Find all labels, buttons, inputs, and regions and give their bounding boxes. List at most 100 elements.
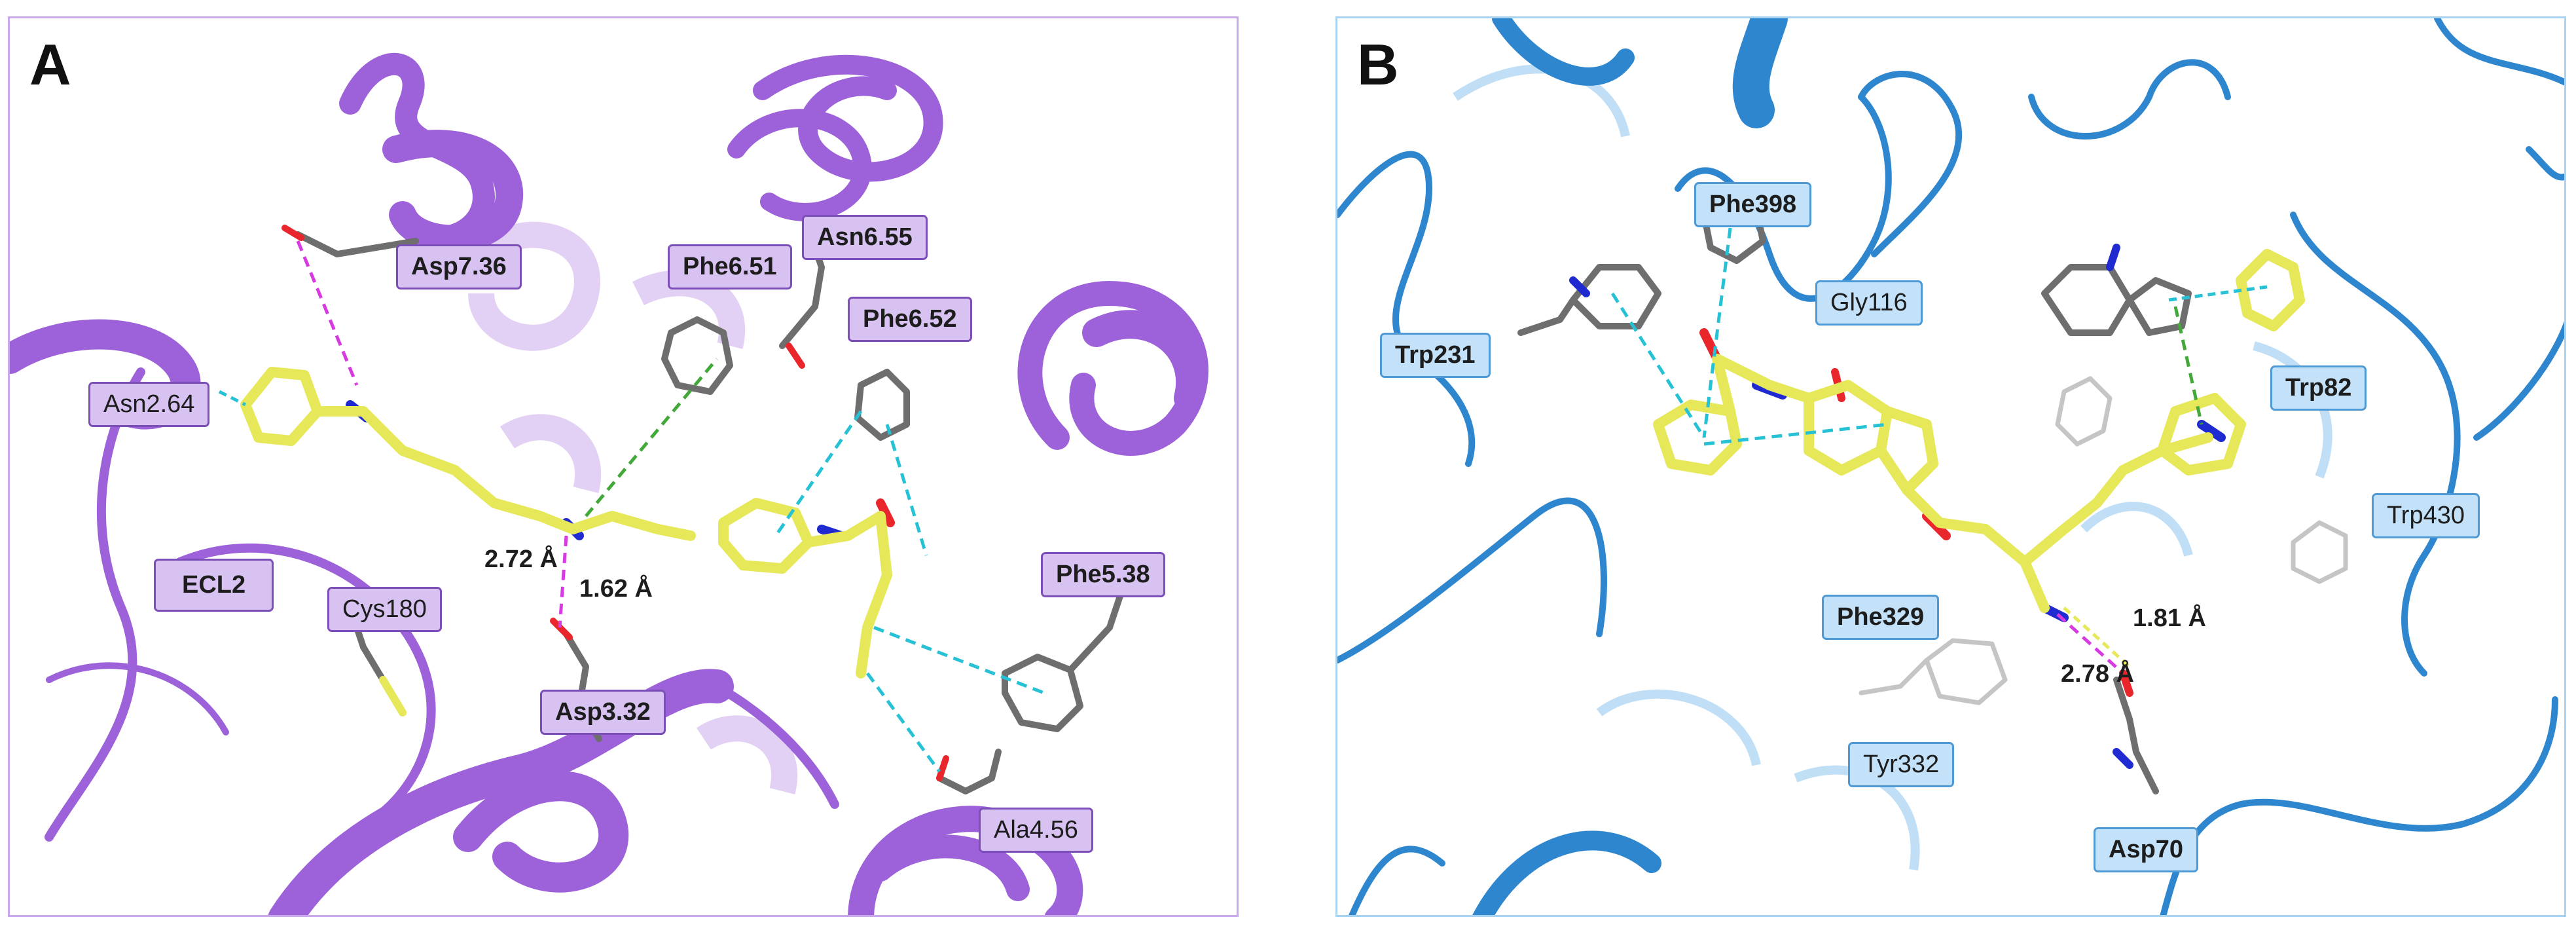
ribbon-top-mid xyxy=(1492,18,1635,86)
asp736-stick xyxy=(295,231,419,257)
interactions xyxy=(218,240,1045,773)
pi-asn264 xyxy=(218,390,247,407)
helix-tm6-coil xyxy=(727,109,872,221)
label-asn655: Asn6.55 xyxy=(802,215,928,260)
residue-sticks-light xyxy=(1859,376,2348,705)
ribbon-right-arrow xyxy=(2526,146,2564,181)
bg-ribbon-4 xyxy=(2080,502,2193,557)
panel-a: A Asp7.36 Phe6.51 Asn6.55 Phe6.52 Asn2.6… xyxy=(8,16,1239,917)
helix-tm4-coil xyxy=(869,834,1030,901)
asp736-oxygen xyxy=(281,225,304,241)
panel-letter: A xyxy=(29,32,71,97)
ligand-b-piperidine xyxy=(2157,393,2246,475)
tyr332-ring xyxy=(1924,638,2008,705)
pi-naphthyl xyxy=(1703,422,1888,446)
ribbon-right-top xyxy=(2028,59,2231,140)
phe651-ring xyxy=(661,316,733,395)
trp231-nitrogen xyxy=(1569,276,1590,297)
asp332-oxygen xyxy=(550,618,573,641)
ligand-b-chain-up xyxy=(2020,432,2213,567)
helix-tm3-coil xyxy=(453,771,629,893)
cys180-sulfur xyxy=(379,676,407,717)
label-phe652: Phe6.52 xyxy=(848,297,972,342)
hydrophobic-trp82 xyxy=(2173,306,2204,425)
trp82-nitrogen xyxy=(2106,244,2120,271)
ribbon-top-left xyxy=(1337,151,1476,467)
ribbon-loop-centre xyxy=(1858,71,1963,257)
ribbon-right-edge xyxy=(2434,18,2564,86)
distance-label-2: 1.62 Å xyxy=(579,575,653,603)
pi-trp82-phenyl xyxy=(2168,285,2268,302)
loop-left xyxy=(45,367,145,842)
ligand-b xyxy=(1653,249,2305,613)
asp70-nitrogen xyxy=(2113,748,2133,769)
ligand-b-left-ring xyxy=(1653,400,1742,475)
ribbon-left-mid xyxy=(1337,497,1607,663)
distance-label-b2: 2.78 Å xyxy=(2061,660,2134,688)
loop-left-2 xyxy=(46,662,229,736)
bg-ribbon-2 xyxy=(1596,689,1761,766)
label-trp231: Trp231 xyxy=(1380,333,1491,378)
helix-tm5-right xyxy=(1017,280,1208,456)
asn655-oxygen xyxy=(786,343,805,369)
trp231-stick xyxy=(1517,297,1576,336)
ligand-b-naphthyl xyxy=(1804,380,1938,495)
label-asp736: Asp7.36 xyxy=(396,244,522,289)
hbond-asp332 xyxy=(558,535,568,628)
loop-top-right xyxy=(712,682,839,809)
ligand-b-chain xyxy=(1902,485,2050,613)
background-helices xyxy=(458,221,798,794)
label-asn264: Asn2.64 xyxy=(88,382,210,427)
bg-helix-3 xyxy=(499,414,602,493)
distance-label-b1: 1.81 Å xyxy=(2133,605,2206,632)
ligand-chain xyxy=(312,406,696,541)
phe652-ring xyxy=(854,369,910,441)
interactions-b xyxy=(1610,227,2268,675)
label-phe651: Phe6.51 xyxy=(668,244,792,289)
ligand-b-sulfonamide xyxy=(1712,354,1814,417)
hbond-asp736 xyxy=(296,240,359,386)
ribbon-top-arrow xyxy=(1732,18,1788,128)
ala456-stick xyxy=(936,749,1002,794)
label-trp82: Trp82 xyxy=(2270,365,2367,411)
label-ala456: Ala4.56 xyxy=(979,808,1093,853)
ligand-piperidine-n xyxy=(2197,420,2226,442)
label-cys180: Cys180 xyxy=(327,587,442,632)
bg-helix-2 xyxy=(632,270,746,349)
phe538-stick xyxy=(1067,585,1126,673)
ligand-sulfonyl xyxy=(803,511,892,679)
panel-letter-b: B xyxy=(1357,32,1399,97)
label-asp70: Asp70 xyxy=(2094,827,2199,872)
pi-ala456 xyxy=(865,672,941,773)
label-phe538: Phe5.38 xyxy=(1041,552,1165,597)
ligand-b-phenyl xyxy=(2236,249,2305,331)
label-tyr332: Tyr332 xyxy=(1848,742,1955,787)
residue-sticks xyxy=(295,225,1126,794)
ribbon-right-loop xyxy=(2290,212,2461,677)
label-ecl2: ECL2 xyxy=(154,559,274,612)
ribbon-bottom-helix xyxy=(1472,830,1661,915)
helix-tm5-coil xyxy=(1082,310,1205,413)
asp70-oxygen xyxy=(2119,669,2133,697)
ligand-right-ring xyxy=(718,498,814,574)
ribbon-bottom-right xyxy=(2160,696,2558,915)
phe329-ring xyxy=(2055,376,2113,447)
distance-label-1: 2.72 Å xyxy=(484,546,558,573)
label-trp430: Trp430 xyxy=(2372,493,2480,538)
pi-phe652-b xyxy=(885,424,928,556)
ala456-oxygen xyxy=(936,755,949,781)
panel-b: B Phe398 Gly116 Trp231 Trp82 Trp430 Phe3… xyxy=(1335,16,2566,917)
label-gly116: Gly116 xyxy=(1815,280,1923,326)
pi-phe538 xyxy=(873,625,1045,695)
label-asp332: Asp3.32 xyxy=(540,690,666,735)
hbond-asp70-2 xyxy=(2063,606,2131,668)
ligand xyxy=(240,367,892,679)
hydrophobic-phe651 xyxy=(585,358,718,517)
tyr332-stick xyxy=(1859,658,1929,696)
bg-helix-4 xyxy=(696,715,798,794)
label-phe329: Phe329 xyxy=(1822,595,1940,640)
asp70-stick xyxy=(2113,677,2159,794)
ligand-oxygen-right xyxy=(876,498,895,527)
pi-phe398 xyxy=(1702,227,1732,438)
trp430-ring xyxy=(2291,520,2348,584)
